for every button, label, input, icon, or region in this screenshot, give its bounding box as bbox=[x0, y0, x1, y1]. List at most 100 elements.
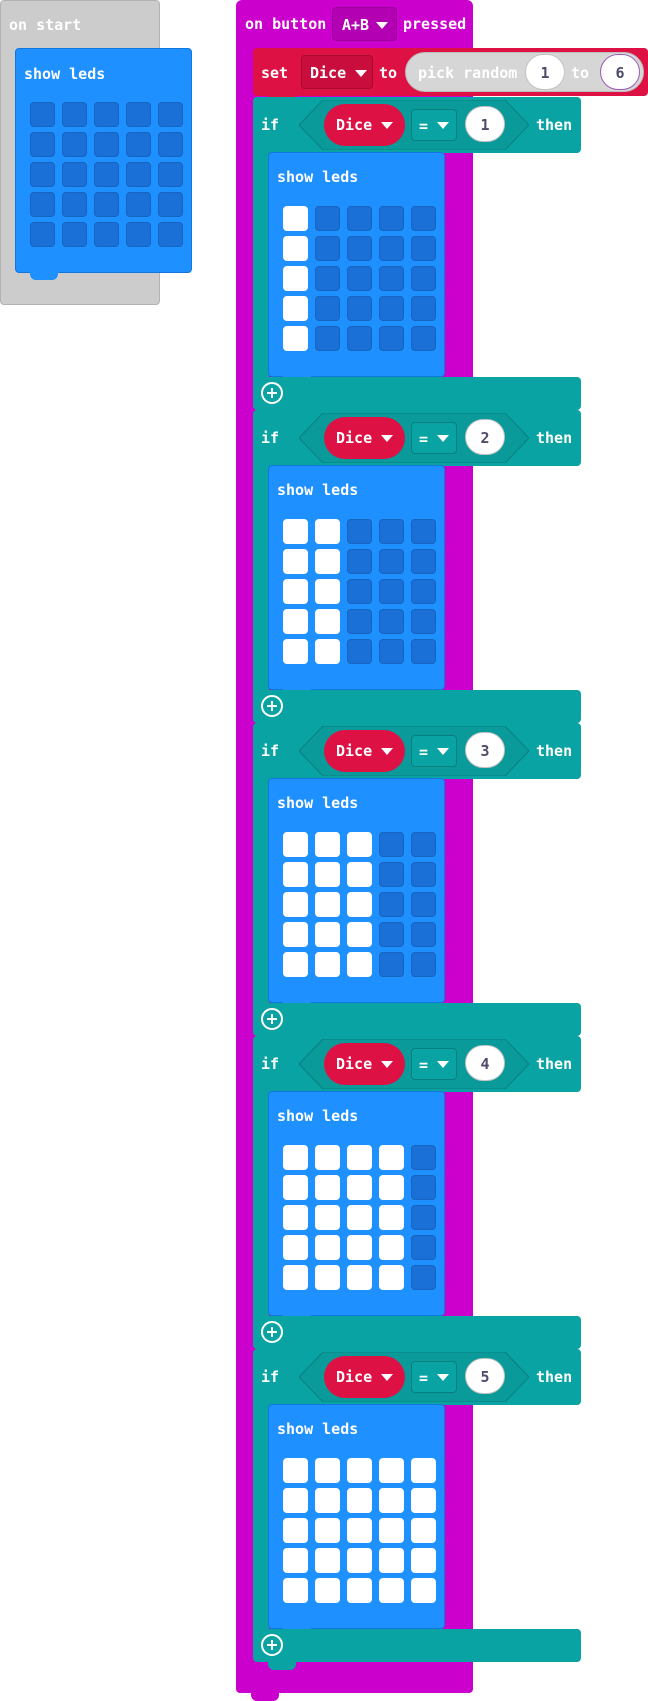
variable-reporter[interactable]: Dice bbox=[324, 1356, 405, 1398]
set-variable-block[interactable]: set Dice to pick random 1 to 6 bbox=[253, 48, 648, 96]
led-cell[interactable] bbox=[315, 579, 340, 604]
led-cell[interactable] bbox=[283, 832, 308, 857]
led-cell[interactable] bbox=[158, 132, 183, 157]
operator-dropdown[interactable]: = bbox=[411, 422, 457, 454]
led-cell[interactable] bbox=[315, 1518, 340, 1543]
led-cell[interactable] bbox=[158, 162, 183, 187]
show-leds-block[interactable]: show leds bbox=[268, 1091, 445, 1316]
led-cell[interactable] bbox=[411, 892, 436, 917]
led-cell[interactable] bbox=[379, 639, 404, 664]
led-cell[interactable] bbox=[30, 162, 55, 187]
led-cell[interactable] bbox=[126, 192, 151, 217]
led-cell[interactable] bbox=[411, 1265, 436, 1290]
led-cell[interactable] bbox=[379, 1488, 404, 1513]
show-leds-block[interactable]: show leds bbox=[268, 152, 445, 377]
compare-value-input[interactable]: 4 bbox=[465, 1045, 505, 1081]
variable-dropdown[interactable]: Dice bbox=[301, 55, 373, 89]
led-cell[interactable] bbox=[347, 862, 372, 887]
led-cell[interactable] bbox=[379, 1518, 404, 1543]
if-block[interactable]: if Dice = 1 then bbox=[253, 97, 581, 153]
led-cell[interactable] bbox=[347, 579, 372, 604]
random-max-input[interactable]: 6 bbox=[600, 54, 640, 90]
led-cell[interactable] bbox=[411, 296, 436, 321]
led-cell[interactable] bbox=[315, 1458, 340, 1483]
show-leds-block[interactable]: show leds bbox=[268, 778, 445, 1003]
led-cell[interactable] bbox=[30, 192, 55, 217]
operator-dropdown[interactable]: = bbox=[411, 109, 457, 141]
plus-circle-icon[interactable] bbox=[261, 1321, 283, 1343]
led-cell[interactable] bbox=[315, 922, 340, 947]
compare-value-input[interactable]: 5 bbox=[465, 1358, 505, 1394]
variable-reporter[interactable]: Dice bbox=[324, 1043, 405, 1085]
led-cell[interactable] bbox=[315, 1578, 340, 1603]
led-cell[interactable] bbox=[315, 1205, 340, 1230]
led-cell[interactable] bbox=[411, 1175, 436, 1200]
led-cell[interactable] bbox=[347, 549, 372, 574]
led-cell[interactable] bbox=[315, 1548, 340, 1573]
led-cell[interactable] bbox=[347, 639, 372, 664]
led-cell[interactable] bbox=[411, 326, 436, 351]
led-cell[interactable] bbox=[411, 236, 436, 261]
led-cell[interactable] bbox=[347, 296, 372, 321]
led-cell[interactable] bbox=[283, 1235, 308, 1260]
led-cell[interactable] bbox=[283, 1145, 308, 1170]
led-cell[interactable] bbox=[315, 832, 340, 857]
led-cell[interactable] bbox=[283, 609, 308, 634]
led-cell[interactable] bbox=[283, 862, 308, 887]
led-cell[interactable] bbox=[315, 1145, 340, 1170]
led-cell[interactable] bbox=[347, 1205, 372, 1230]
show-leds-block[interactable]: show leds bbox=[268, 1404, 445, 1629]
led-cell[interactable] bbox=[347, 1518, 372, 1543]
led-cell[interactable] bbox=[411, 579, 436, 604]
variable-reporter[interactable]: Dice bbox=[324, 417, 405, 459]
led-cell[interactable] bbox=[411, 206, 436, 231]
plus-circle-icon[interactable] bbox=[261, 695, 283, 717]
led-cell[interactable] bbox=[379, 519, 404, 544]
led-cell[interactable] bbox=[315, 609, 340, 634]
variable-reporter[interactable]: Dice bbox=[324, 730, 405, 772]
led-cell[interactable] bbox=[30, 222, 55, 247]
led-cell[interactable] bbox=[94, 162, 119, 187]
led-cell[interactable] bbox=[283, 1265, 308, 1290]
led-cell[interactable] bbox=[283, 1458, 308, 1483]
led-cell[interactable] bbox=[347, 609, 372, 634]
led-cell[interactable] bbox=[347, 832, 372, 857]
led-cell[interactable] bbox=[347, 922, 372, 947]
led-cell[interactable] bbox=[126, 162, 151, 187]
led-cell[interactable] bbox=[347, 326, 372, 351]
led-cell[interactable] bbox=[411, 952, 436, 977]
led-cell[interactable] bbox=[283, 549, 308, 574]
led-cell[interactable] bbox=[379, 862, 404, 887]
led-cell[interactable] bbox=[411, 862, 436, 887]
on-start-show-leds-block[interactable]: show leds bbox=[15, 48, 192, 273]
led-cell[interactable] bbox=[411, 832, 436, 857]
led-cell[interactable] bbox=[347, 1175, 372, 1200]
led-cell[interactable] bbox=[411, 549, 436, 574]
show-leds-block[interactable]: show leds bbox=[268, 465, 445, 690]
led-cell[interactable] bbox=[158, 192, 183, 217]
led-cell[interactable] bbox=[62, 102, 87, 127]
led-cell[interactable] bbox=[30, 132, 55, 157]
led-cell[interactable] bbox=[126, 102, 151, 127]
led-cell[interactable] bbox=[379, 326, 404, 351]
led-cell[interactable] bbox=[283, 296, 308, 321]
if-block[interactable]: if Dice = 3 then bbox=[253, 723, 581, 779]
led-cell[interactable] bbox=[379, 206, 404, 231]
led-cell[interactable] bbox=[347, 1145, 372, 1170]
led-cell[interactable] bbox=[283, 892, 308, 917]
led-cell[interactable] bbox=[315, 892, 340, 917]
led-cell[interactable] bbox=[315, 519, 340, 544]
led-cell[interactable] bbox=[379, 922, 404, 947]
led-cell[interactable] bbox=[347, 266, 372, 291]
led-cell[interactable] bbox=[379, 1175, 404, 1200]
led-cell[interactable] bbox=[283, 1578, 308, 1603]
led-cell[interactable] bbox=[411, 922, 436, 947]
led-cell[interactable] bbox=[315, 266, 340, 291]
led-cell[interactable] bbox=[283, 1548, 308, 1573]
led-cell[interactable] bbox=[315, 1265, 340, 1290]
led-cell[interactable] bbox=[379, 296, 404, 321]
led-cell[interactable] bbox=[411, 639, 436, 664]
led-cell[interactable] bbox=[347, 236, 372, 261]
operator-dropdown[interactable]: = bbox=[411, 735, 457, 767]
led-cell[interactable] bbox=[315, 206, 340, 231]
